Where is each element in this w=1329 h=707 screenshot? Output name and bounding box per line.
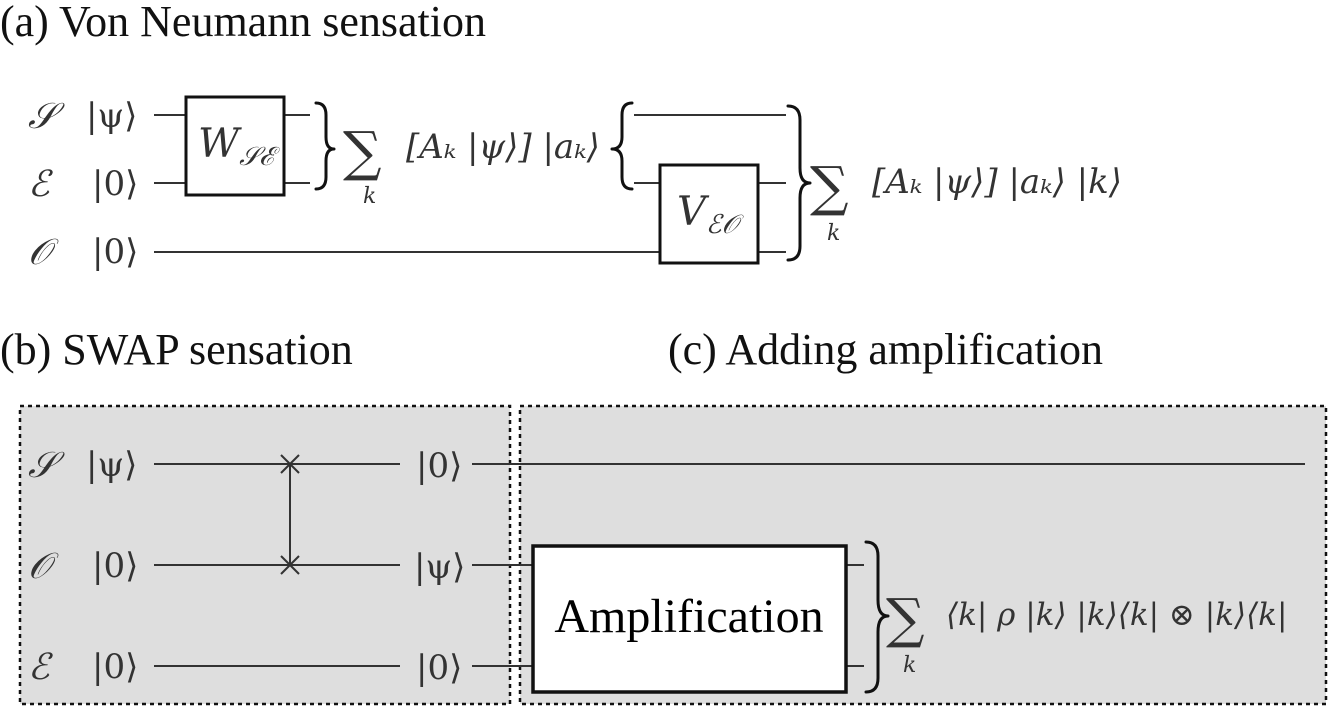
sum-index-c: k xyxy=(903,653,916,678)
sum-symbol-c: ∑ xyxy=(886,587,925,650)
qubit-label-o: 𝒪 xyxy=(28,232,59,273)
gate-w-label: W𝒮ℰ xyxy=(198,121,280,172)
qubit-label-s: 𝒮 xyxy=(28,96,65,137)
panel-a-title: (a) Von Neumann sensation xyxy=(0,0,486,46)
panel-b-title: (b) SWAP sensation xyxy=(0,325,353,374)
brace-right-c xyxy=(864,540,890,694)
mid-expression: [Aₖ |ψ⟩] |aₖ⟩ xyxy=(406,127,600,167)
panel-b-frame xyxy=(18,404,512,706)
sum-index-1: k xyxy=(363,184,376,209)
amplification-label: Amplification xyxy=(554,590,823,643)
swap-gate xyxy=(280,454,300,575)
b-input-o: |0⟩ xyxy=(92,546,138,586)
qubit-label-e: ℰ xyxy=(28,164,53,205)
gate-w xyxy=(184,95,286,197)
b-output-s: |0⟩ xyxy=(416,446,462,486)
b-output-o: |ψ⟩ xyxy=(414,547,465,587)
final-expression-a: [Aₖ |ψ⟩] |aₖ⟩ |k⟩ xyxy=(872,162,1122,202)
input-state-o: |0⟩ xyxy=(92,232,138,272)
gate-v xyxy=(658,163,760,265)
brace-right-1 xyxy=(314,101,336,191)
brace-right-2 xyxy=(786,104,812,262)
sum-index-2: k xyxy=(827,221,840,246)
b-label-e: ℰ xyxy=(28,647,53,688)
b-input-s: |ψ⟩ xyxy=(86,445,137,485)
amplification-box xyxy=(531,544,848,694)
b-input-e: |0⟩ xyxy=(92,647,138,687)
sum-symbol-1: ∑ xyxy=(343,120,382,183)
panel-c-title: (c) Adding amplification xyxy=(668,325,1103,374)
b-output-e: |0⟩ xyxy=(416,648,462,688)
brace-left xyxy=(610,101,634,191)
input-state-s: |ψ⟩ xyxy=(86,96,137,136)
sum-symbol-2: ∑ xyxy=(810,155,849,218)
input-state-e: |0⟩ xyxy=(92,164,138,204)
final-expression-c: ⟨k| ρ |k⟩ |k⟩⟨k| ⊗ |k⟩⟨k| xyxy=(946,597,1287,633)
